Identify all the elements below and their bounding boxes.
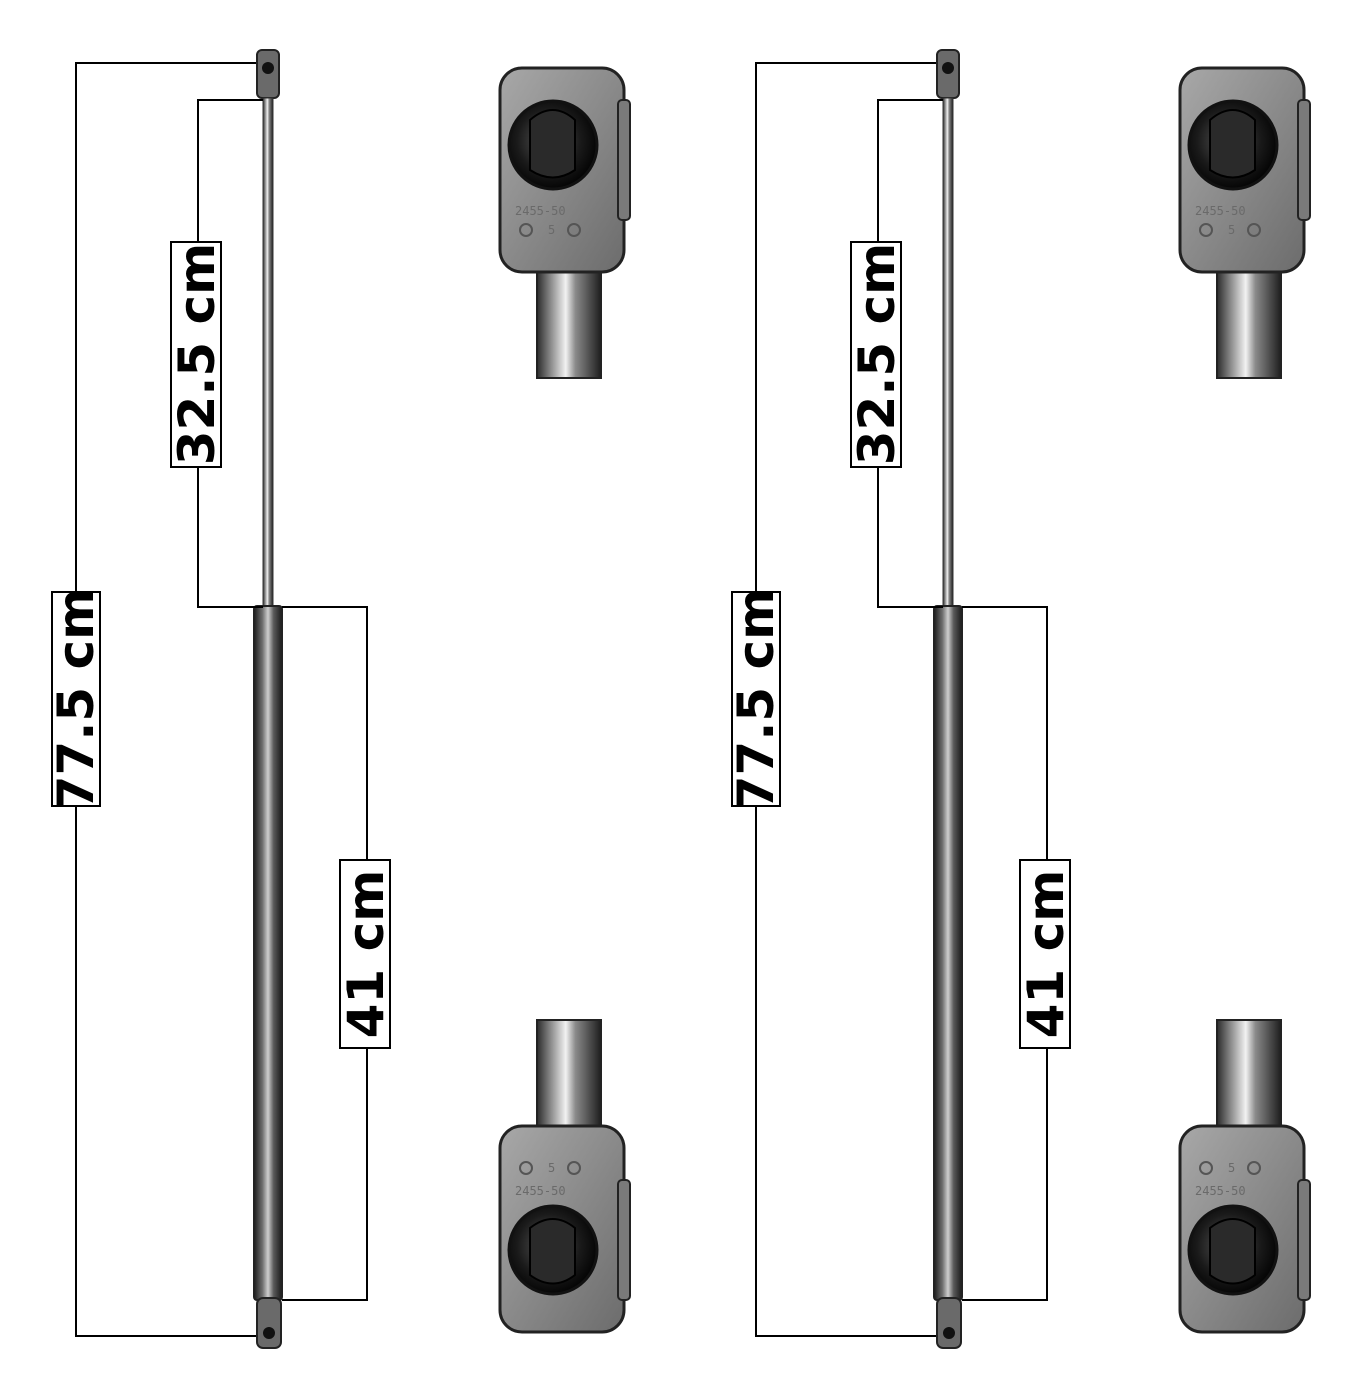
socket-detail-top-left: 2455-50 5 (498, 66, 631, 379)
body-length-label-right: 41 cm (1017, 859, 1075, 1049)
socket-number: 5 (548, 1161, 555, 1175)
strut-right (933, 49, 963, 1349)
rod-length-label-left: 32.5 cm (168, 241, 226, 468)
cylinder-body (933, 605, 963, 1301)
socket-detail-bottom-left: 5 2455-50 (498, 1019, 631, 1334)
socket-number: 5 (1228, 1161, 1235, 1175)
cylinder-body (253, 605, 283, 1301)
socket-detail-top-right: 2455-50 5 (1178, 66, 1311, 379)
socket-part-code: 2455-50 (1195, 204, 1246, 218)
overall-length-label-right: 77.5 cm (727, 588, 785, 811)
body-length-text: 41 cm (337, 870, 395, 1039)
socket-part-code: 2455-50 (1195, 1184, 1246, 1198)
body-length-label-left: 41 cm (337, 859, 395, 1049)
body-length-text: 41 cm (1017, 870, 1075, 1039)
bottom-end-fitting (936, 1297, 962, 1349)
overall-length-text: 77.5 cm (727, 588, 785, 811)
overall-length-text: 77.5 cm (47, 588, 105, 811)
rod-length-label-right: 32.5 cm (848, 241, 906, 468)
piston-rod (262, 97, 274, 609)
strut-left (253, 49, 283, 1349)
piston-rod (942, 97, 954, 609)
rod-length-text: 32.5 cm (168, 243, 226, 466)
overall-length-label-left: 77.5 cm (47, 588, 105, 811)
socket-number: 5 (1228, 223, 1235, 237)
socket-detail-bottom-right: 5 2455-50 (1178, 1019, 1311, 1334)
rod-length-text: 32.5 cm (848, 243, 906, 466)
socket-part-code: 2455-50 (515, 204, 566, 218)
bottom-end-fitting (256, 1297, 282, 1349)
socket-part-code: 2455-50 (515, 1184, 566, 1198)
socket-number: 5 (548, 223, 555, 237)
